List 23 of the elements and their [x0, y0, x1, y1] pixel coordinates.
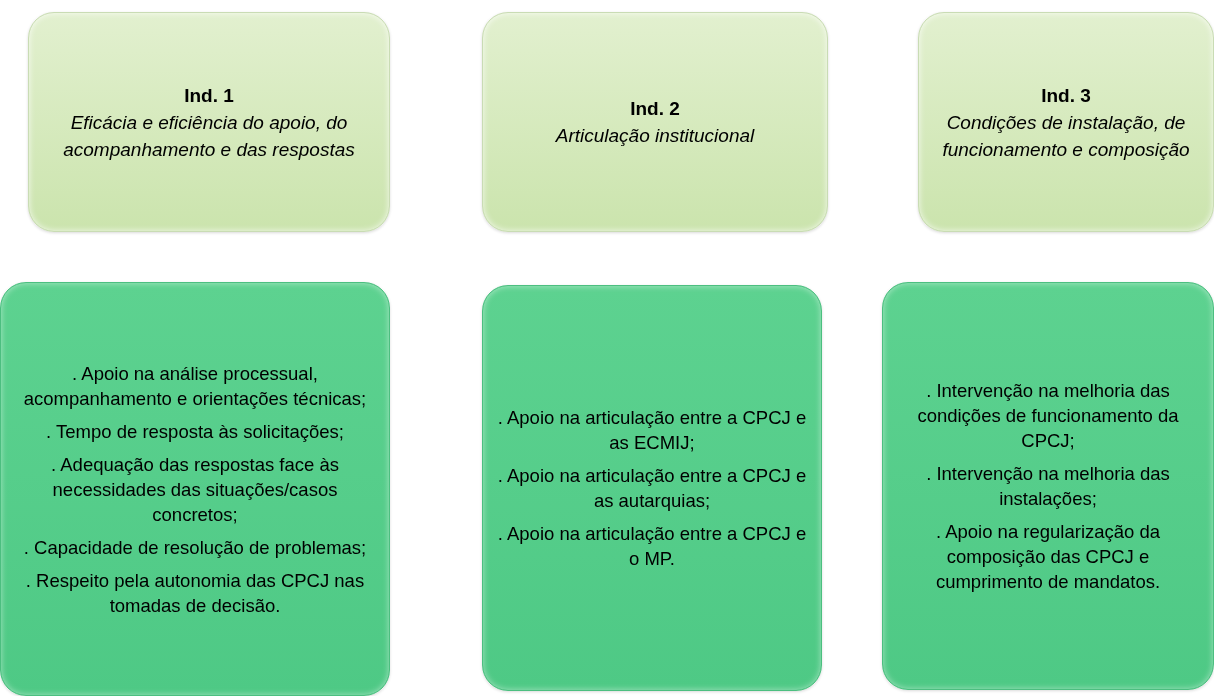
- criterion-text: . Apoio na articulação entre a CPCJ e o MP.: [496, 522, 808, 571]
- indicator-box: [28, 12, 390, 232]
- indicator-title: Ind. 2: [630, 97, 680, 121]
- indicator-title: Ind. 3: [1041, 83, 1091, 108]
- criteria-box: [0, 282, 390, 696]
- indicator-description: Condições de instalação, de funcionamento e composição: [941, 110, 1191, 162]
- criterion-text: . Respeito pela autonomia das CPCJ nas tomadas de decisão.: [24, 568, 366, 618]
- criterion-text: . Intervenção na melhoria das condições de funcionamento da CPCJ;: [916, 379, 1180, 453]
- criterion-text: . Adequação das respostas face às necessidades das situações/casos concretos;: [50, 452, 340, 527]
- criterion-text: . Intervenção na melhoria das instalações;: [925, 462, 1171, 511]
- criterion-text: . Tempo de resposta às solicitações;: [46, 419, 344, 444]
- criteria-box: [882, 282, 1214, 690]
- criterion-text: . Apoio na regularização da composição das CPCJ e cumprimento de mandatos.: [934, 520, 1162, 594]
- indicator-description: Articulação institucional: [555, 124, 755, 148]
- criterion-text: . Apoio na análise processual, acompanhamento e orientações técnicas;: [22, 361, 368, 411]
- criteria-box: [482, 285, 822, 691]
- indicator-box: [482, 12, 828, 232]
- indicator-box: [918, 12, 1214, 232]
- criterion-text: . Capacidade de resolução de problemas;: [23, 535, 367, 560]
- indicator-description: Eficácia e eficiência do apoio, do acompanhamento e das respostas: [62, 110, 356, 162]
- criterion-text: . Apoio na articulação entre a CPCJ e as ECMIJ;: [496, 406, 808, 455]
- indicator-title: Ind. 1: [184, 83, 234, 108]
- criterion-text: . Apoio na articulação entre a CPCJ e as autarquias;: [496, 464, 808, 513]
